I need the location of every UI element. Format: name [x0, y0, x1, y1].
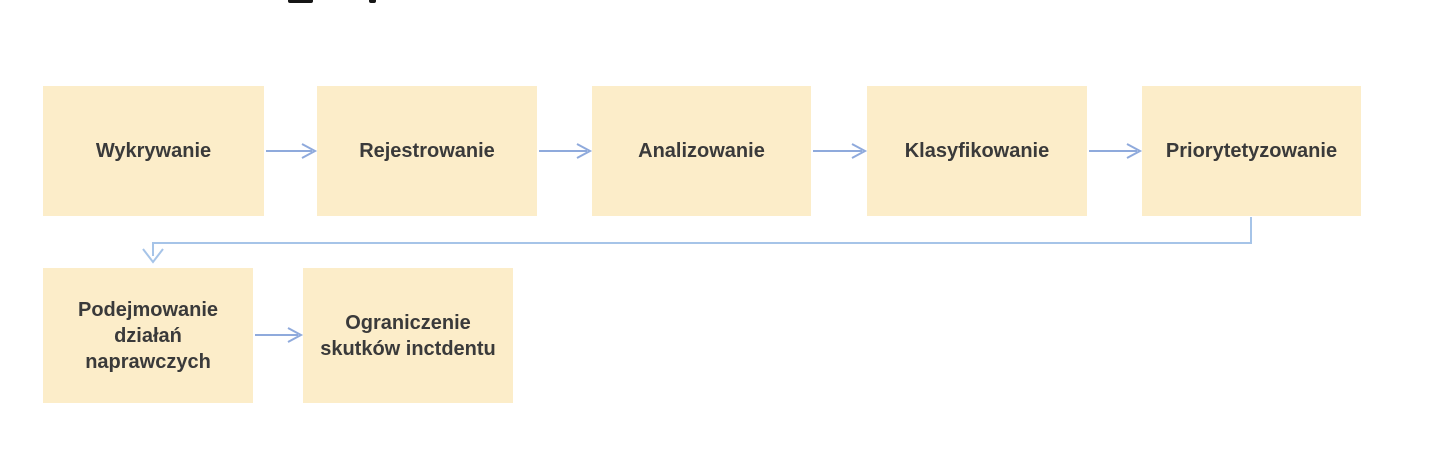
flow-step-label: Rejestrowanie — [359, 140, 495, 162]
cropped-title-remnant — [288, 0, 313, 3]
arrow-right-icon — [1089, 143, 1143, 159]
flow-step-ograniczenie-skutkow: Ograniczenie skutków inctdentu — [303, 268, 513, 403]
flow-step-analizowanie: Analizowanie — [592, 86, 811, 216]
flow-step-wykrywanie: Wykrywanie — [43, 86, 264, 216]
arrow-right-icon — [539, 143, 593, 159]
arrow-right-icon — [813, 143, 868, 159]
cropped-title-remnant — [369, 0, 376, 3]
flow-step-rejestrowanie: Rejestrowanie — [317, 86, 537, 216]
flow-step-label: Priorytetyzowanie — [1165, 140, 1338, 162]
flow-step-label: Podejmowanie działań naprawczych — [77, 298, 219, 373]
flow-step-label: Ograniczenie skutków inctdentu — [320, 311, 496, 360]
flow-step-podejmowanie-dzialan: Podejmowanie działań naprawczych — [43, 268, 253, 403]
arrow-right-icon — [266, 143, 318, 159]
elbow-connector-down-icon — [142, 217, 1252, 264]
flow-step-priorytetyzowanie: Priorytetyzowanie — [1142, 86, 1361, 216]
flow-step-label: Klasyfikowanie — [904, 140, 1050, 162]
arrow-right-icon — [255, 327, 304, 343]
flow-step-label: Analizowanie — [638, 140, 765, 162]
flow-step-label: Wykrywanie — [95, 140, 212, 162]
flow-step-klasyfikowanie: Klasyfikowanie — [867, 86, 1087, 216]
